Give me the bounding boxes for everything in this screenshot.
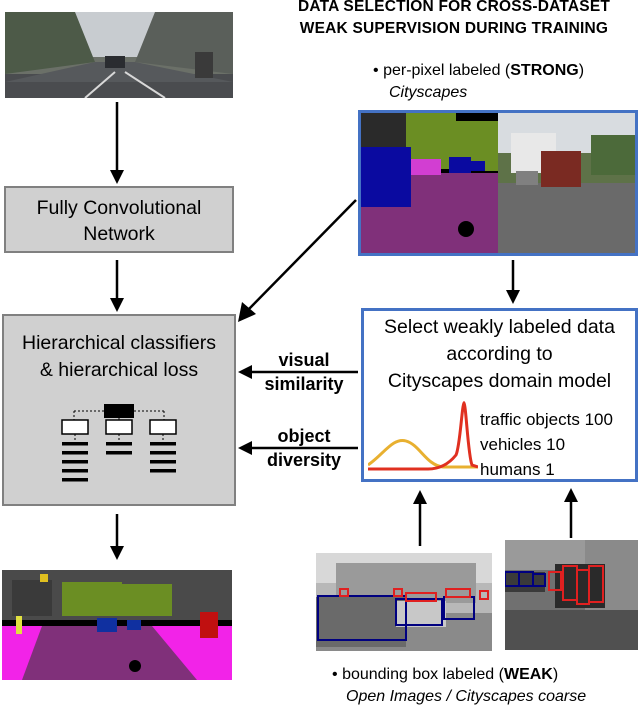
- weak-bullet: •: [332, 666, 338, 683]
- arrow-fcn-to-classifier: [110, 260, 124, 312]
- legend-traffic-objects: traffic objects 100: [480, 410, 613, 429]
- hierarchy-tree-icon: [61, 404, 177, 482]
- title-line-2: WEAK SUPERVISION DURING TRAINING: [299, 20, 609, 37]
- strong-bullet: •: [373, 62, 379, 79]
- selector-line-1: Select weakly labeled data: [384, 316, 615, 338]
- selector-box: Select weakly labeled data according to …: [361, 308, 638, 482]
- weak-prefix: bounding box labeled (: [342, 666, 504, 683]
- legend-vehicles: vehicles 10: [480, 435, 566, 454]
- domain-model-curves: [368, 400, 478, 471]
- weak-label: • bounding box labeled (WEAK) Open Image…: [332, 664, 640, 708]
- object-line-2: diversity: [266, 450, 342, 470]
- classifier-line-1: Hierarchical classifiers: [22, 332, 216, 354]
- classifier-box: Hierarchical classifiers & hierarchical …: [2, 314, 236, 506]
- weights-legend: traffic objects 100 vehicles 10 humans 1: [480, 407, 613, 482]
- strong-emph: STRONG: [510, 62, 579, 79]
- arrow-cscoarse-to-selector: [564, 488, 578, 538]
- arrow-photo-to-fcn: [110, 102, 124, 184]
- arrow-openimages-to-selector: [413, 490, 427, 546]
- cityscapes-strong-images: [358, 110, 638, 256]
- weak-dataset-2: Cityscapes coarse: [455, 688, 587, 705]
- classifier-line-2: & hierarchical loss: [39, 359, 199, 381]
- strong-label: • per-pixel labeled (STRONG) Cityscapes: [373, 60, 638, 104]
- selector-line-2: according to: [446, 343, 553, 365]
- weak-suffix: ): [552, 666, 559, 683]
- arrow-strong-to-selector: [506, 260, 520, 304]
- arrow-visual-similarity: [238, 365, 358, 379]
- selector-line-3: Cityscapes domain model: [387, 370, 612, 392]
- arrow-strong-to-classifier: [238, 199, 357, 322]
- figure-title: DATA SELECTION FOR CROSS-DATASET WEAK SU…: [268, 0, 640, 40]
- visual-similarity-label: visual similarity: [254, 348, 354, 396]
- object-line-1: object: [277, 426, 331, 446]
- arrow-object-diversity: [238, 441, 358, 455]
- legend-humans: humans 1: [480, 460, 555, 479]
- input-street-photo: [5, 12, 233, 98]
- title-line-1: DATA SELECTION FOR CROSS-DATASET: [297, 0, 611, 15]
- strong-suffix: ): [578, 62, 585, 79]
- fcn-line-1: Fully Convolutional: [36, 197, 202, 219]
- strong-dataset: Cityscapes: [389, 84, 468, 101]
- strong-prefix: per-pixel labeled (: [383, 62, 511, 79]
- weak-dataset-1: Open Images: [346, 688, 443, 705]
- output-segmentation: [2, 570, 232, 680]
- fcn-box: Fully Convolutional Network: [4, 186, 234, 253]
- weak-separator: /: [446, 688, 451, 705]
- visual-line-1: visual: [278, 350, 330, 370]
- openimages-weak-photo: [316, 553, 492, 651]
- arrow-classifier-to-output: [110, 514, 124, 560]
- weak-emph: WEAK: [503, 666, 553, 683]
- fcn-line-2: Network: [83, 223, 155, 245]
- cscoarse-weak-photo: [505, 540, 638, 650]
- object-diversity-label: object diversity: [254, 424, 354, 472]
- visual-line-2: similarity: [264, 374, 344, 394]
